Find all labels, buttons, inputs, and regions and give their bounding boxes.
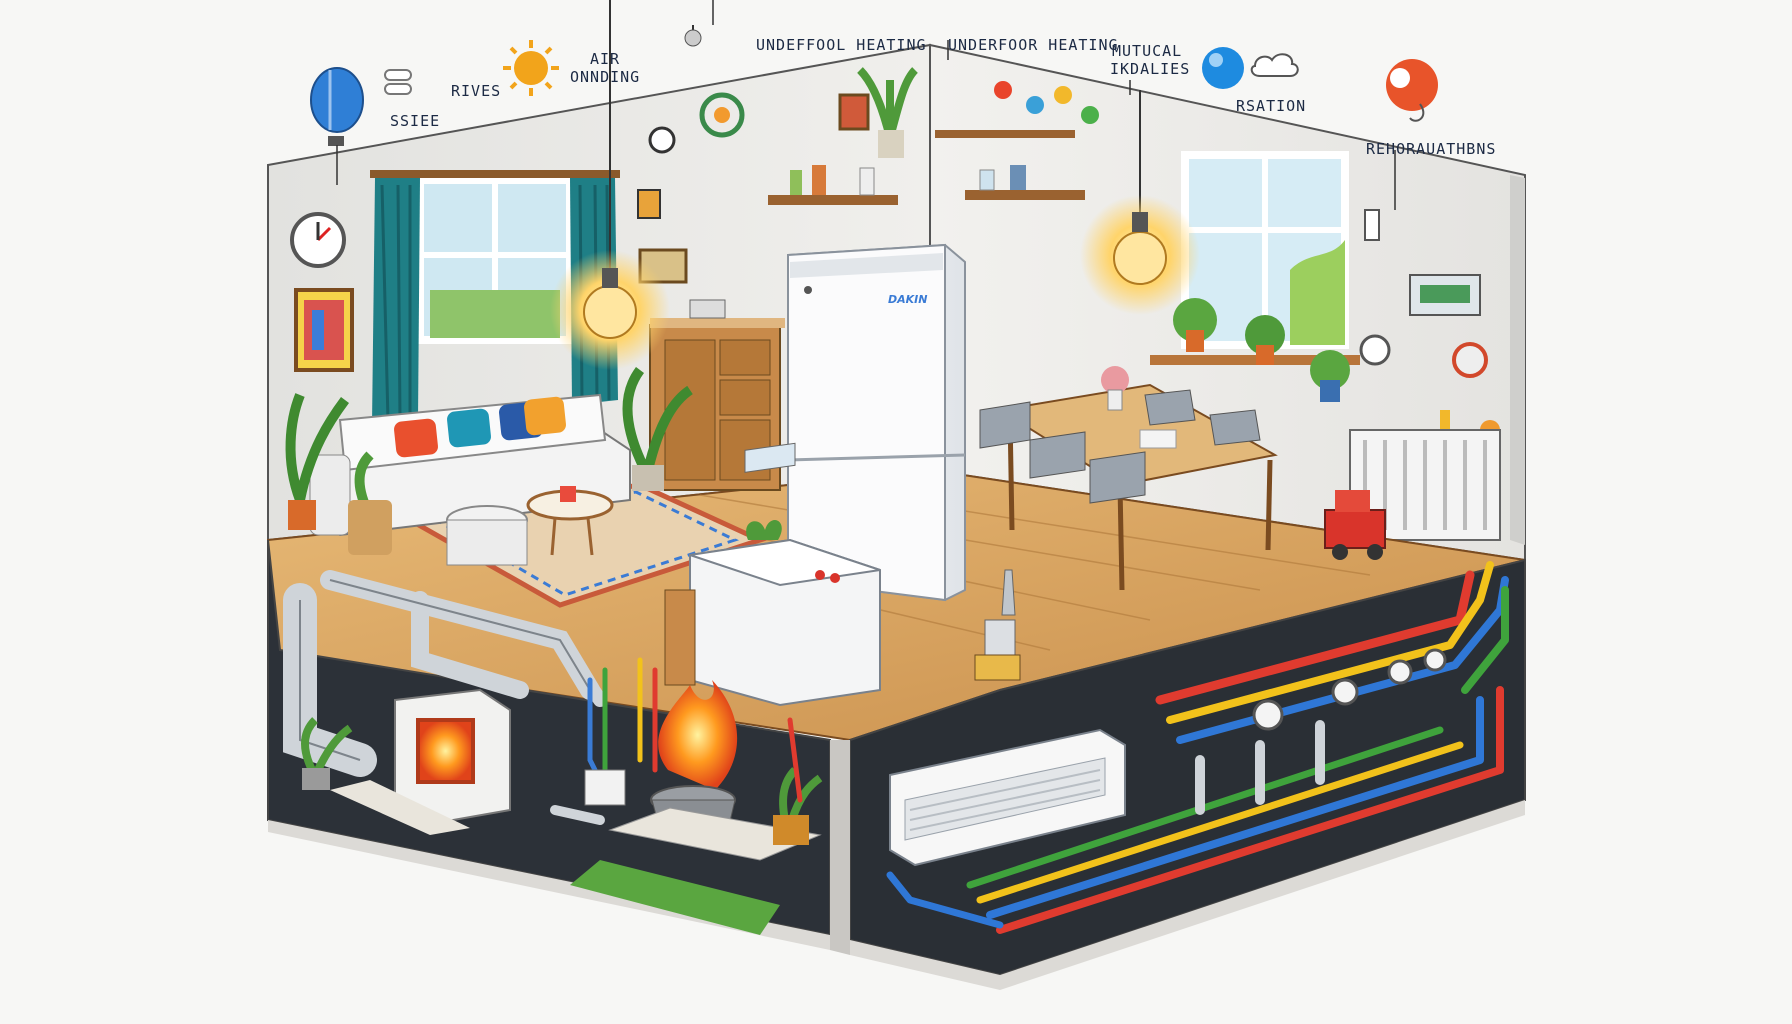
wall-shelf	[768, 195, 898, 205]
label-rives: RIVES	[451, 82, 502, 100]
heat-pump-unit	[787, 243, 966, 602]
label-onnding: ONNDING	[570, 68, 641, 86]
pipe-network	[886, 561, 1509, 934]
label-rsation: RSATION	[1236, 97, 1307, 115]
pressure-gauges	[1252, 648, 1447, 731]
label-air: AIR	[590, 50, 621, 68]
toy-fire-truck	[1324, 490, 1386, 560]
dining-set	[979, 366, 1278, 591]
label-undeffool-heating: UNDEFFOOL HEATING	[756, 36, 927, 54]
toggle-icon	[384, 69, 412, 95]
label-rehorauathbns: REHORAUATHBNS	[1366, 140, 1497, 158]
label-ikdalies: IKDALIES	[1110, 60, 1191, 78]
fire-pot	[570, 680, 822, 935]
label-underfoor-heating: UNDERFOOR HEATING	[948, 36, 1119, 54]
sun-icon	[503, 40, 559, 96]
boiler-unit	[664, 442, 881, 707]
label-ssiee: SSIEE	[390, 112, 441, 130]
wall-ac-unit	[889, 728, 1126, 867]
pendant-lamp-left	[583, 285, 637, 339]
cloud-icon	[1250, 53, 1299, 77]
heart-icon	[1386, 59, 1438, 122]
pendant-lamp-right	[1113, 231, 1167, 285]
label-mutucal: MUTUCAL	[1112, 42, 1183, 60]
fireplace	[330, 688, 511, 835]
globe-icon	[1202, 47, 1244, 89]
unit-brand-label: DAKIN	[888, 293, 928, 306]
radiator	[1349, 429, 1501, 541]
balloon-icon	[310, 67, 364, 146]
curtain-left	[372, 178, 420, 425]
